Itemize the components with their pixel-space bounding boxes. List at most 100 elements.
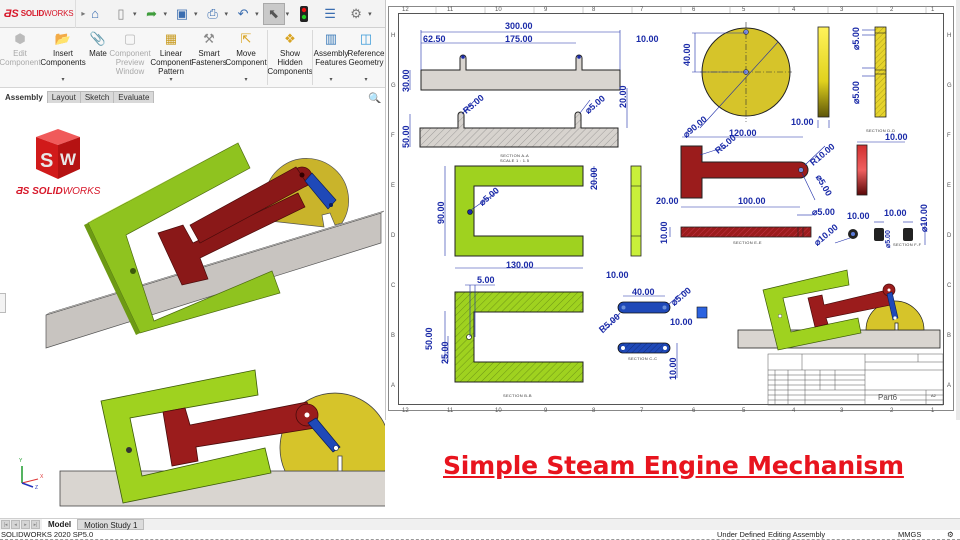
dim-frame-width[interactable]: 130.00 — [506, 260, 534, 270]
options-dropdown-icon[interactable]: ▾ — [368, 10, 372, 18]
tab-model[interactable]: Model — [42, 519, 78, 530]
dim-wheel-thickness[interactable]: 10.00 — [791, 117, 814, 127]
base-section-view — [419, 111, 619, 148]
new-dropdown-icon[interactable]: ▾ — [133, 10, 137, 18]
graphics-viewport[interactable]: S W ƋS SOLIDWORKS — [0, 103, 385, 518]
solidworks-wordmark: ƋS SOLIDWORKS — [16, 186, 101, 197]
dim-piston-width[interactable]: 10.00 — [885, 132, 908, 142]
dim-wheel-hole2[interactable]: ⌀5.00 — [851, 81, 861, 104]
insert-components-dropdown-icon[interactable]: ▾ — [61, 77, 65, 83]
select-cursor-icon[interactable]: ⬉ — [262, 2, 285, 25]
solidworks-menu-logo[interactable]: ƋS SOLIDWORKS ▸ — [0, 0, 85, 28]
options-gear-icon[interactable]: ⚙ — [350, 5, 362, 21]
logo-text: SOLIDWORKS — [20, 9, 74, 18]
zone-label: E — [391, 183, 396, 189]
file-properties-icon[interactable]: ☰ — [324, 5, 336, 21]
print-dropdown-icon[interactable]: ▾ — [224, 10, 229, 18]
status-bar: SOLIDWORKS 2020 SP5.0 Under Defined Edit… — [0, 530, 960, 540]
dim-frame-section-height2[interactable]: 25.00 — [440, 341, 450, 364]
open-icon[interactable]: ➦ — [146, 5, 157, 21]
zone-label: A — [947, 383, 952, 389]
dim-pin-diameter[interactable]: ⌀10.00 — [919, 204, 929, 232]
save-dropdown-icon[interactable]: ▾ — [194, 10, 198, 18]
pattern-dropdown-icon[interactable]: ▾ — [169, 77, 173, 83]
reference-geometry-icon: ◫ — [359, 30, 373, 46]
save-icon[interactable]: ▣ — [175, 5, 189, 21]
zoom-to-fit-icon[interactable]: 🔍 — [368, 93, 382, 105]
new-document-icon[interactable]: ▯ — [117, 5, 125, 21]
svg-text:W: W — [60, 150, 77, 169]
first-tab-icon[interactable]: |◂ — [1, 520, 10, 529]
feature-manager-collapse-handle[interactable] — [0, 293, 6, 313]
dim-link-length[interactable]: 40.00 — [632, 287, 655, 297]
frame-front-view — [454, 165, 584, 257]
dim-piston-length[interactable]: 120.00 — [729, 128, 757, 138]
component-preview-icon: ▢ — [123, 30, 137, 46]
zone-label: F — [947, 133, 951, 139]
print-icon[interactable]: ⎙ — [207, 5, 218, 21]
linear-component-pattern-button[interactable]: ▦Linear Component Pattern▾ — [150, 28, 192, 87]
dim-base-length[interactable]: 300.00 — [505, 21, 533, 31]
ribbon-separator — [267, 30, 268, 85]
dim-base-offset[interactable]: 62.50 — [423, 34, 446, 44]
dim-piston-thickness[interactable]: 10.00 — [659, 221, 669, 244]
dim-base-section-height[interactable]: 50.00 — [401, 125, 411, 148]
editing-mode-status: Editing Assembly — [768, 530, 826, 539]
move-component-button[interactable]: ⇱Move Component▾ — [225, 28, 266, 87]
dim-wheel-offset[interactable]: 40.00 — [682, 43, 692, 66]
dim-piston-rod[interactable]: 100.00 — [738, 196, 766, 206]
home-icon[interactable]: ⌂ — [91, 6, 99, 21]
dim-link-height[interactable]: 10.00 — [668, 357, 678, 380]
smart-fasteners-button[interactable]: ⚒Smart Fasteners — [191, 30, 227, 68]
mate-button[interactable]: 📎Mate — [89, 30, 107, 59]
dim-link-thickness[interactable]: 10.00 — [670, 317, 693, 327]
video-title-headline: Simple Steam Engine Mechanism — [443, 451, 904, 480]
section-ff-label: SECTION F-F — [893, 242, 922, 247]
undo-dropdown-icon[interactable]: ▾ — [255, 10, 259, 18]
assembly-features-button[interactable]: ▥Assembly Features▾ — [314, 28, 349, 87]
dim-pin-length1[interactable]: 10.00 — [847, 211, 870, 221]
zone-label: C — [391, 283, 396, 289]
open-dropdown-icon[interactable]: ▾ — [163, 10, 168, 18]
dim-frame-arm[interactable]: 20.00 — [589, 167, 599, 190]
show-hidden-components-button[interactable]: ❖Show Hidden Components — [267, 30, 313, 77]
dim-pin-inner[interactable]: ⌀5.00 — [812, 207, 835, 217]
prev-tab-icon[interactable]: ◂ — [11, 520, 20, 529]
menu-chevron-icon[interactable]: ▸ — [81, 9, 86, 18]
zone-label: 12 — [402, 408, 409, 414]
zone-label: 2 — [890, 408, 894, 414]
dim-base-height[interactable]: 30.00 — [401, 69, 411, 92]
task-pane-strip[interactable] — [956, 0, 960, 420]
assembly-features-dropdown-icon[interactable]: ▾ — [329, 77, 333, 83]
zone-label: 1 — [931, 408, 935, 414]
piston-front-view — [680, 145, 809, 199]
dim-frame-height[interactable]: 90.00 — [436, 201, 446, 224]
component-preview-window-button[interactable]: ▢Component Preview Window — [109, 30, 151, 77]
dim-piston-head[interactable]: 20.00 — [656, 196, 679, 206]
dim-slot-depth[interactable]: 20.00 — [618, 85, 628, 108]
last-tab-icon[interactable]: ▸| — [31, 520, 40, 529]
tab-evaluate[interactable]: Evaluate — [113, 91, 155, 103]
dim-pin-bore[interactable]: ⌀5.00 — [885, 230, 892, 248]
dim-pin-length2[interactable]: 10.00 — [884, 208, 907, 218]
dim-frame-thickness[interactable]: 10.00 — [606, 270, 629, 280]
dim-wheel-pin[interactable]: 10.00 — [636, 34, 659, 44]
rebuild-traffic-light-icon[interactable] — [293, 3, 315, 25]
link-side-view — [696, 306, 708, 319]
dim-wheel-hole1[interactable]: ⌀5.00 — [851, 27, 861, 50]
insert-components-button[interactable]: 📂Insert Components▾ — [40, 28, 86, 87]
dim-frame-offset[interactable]: 5.00 — [477, 275, 495, 285]
next-tab-icon[interactable]: ▸ — [21, 520, 30, 529]
select-dropdown-icon[interactable]: ▾ — [285, 10, 290, 18]
undo-icon[interactable]: ↶ — [237, 5, 249, 21]
edit-component-button[interactable]: ⬢Edit Component — [0, 30, 41, 68]
unit-system-selector[interactable]: MMGS — [898, 530, 922, 539]
zone-label: 4 — [792, 408, 796, 414]
tab-motion-study-1[interactable]: Motion Study 1 — [77, 519, 145, 530]
reference-geometry-dropdown-icon[interactable]: ▾ — [364, 77, 368, 83]
status-settings-icon[interactable]: ⚙ — [947, 530, 954, 539]
dim-base-spacing[interactable]: 175.00 — [505, 34, 533, 44]
reference-geometry-button[interactable]: ◫Reference Geometry▾ — [348, 28, 385, 87]
move-component-dropdown-icon[interactable]: ▾ — [244, 77, 248, 83]
dim-frame-section-height[interactable]: 50.00 — [424, 327, 434, 350]
